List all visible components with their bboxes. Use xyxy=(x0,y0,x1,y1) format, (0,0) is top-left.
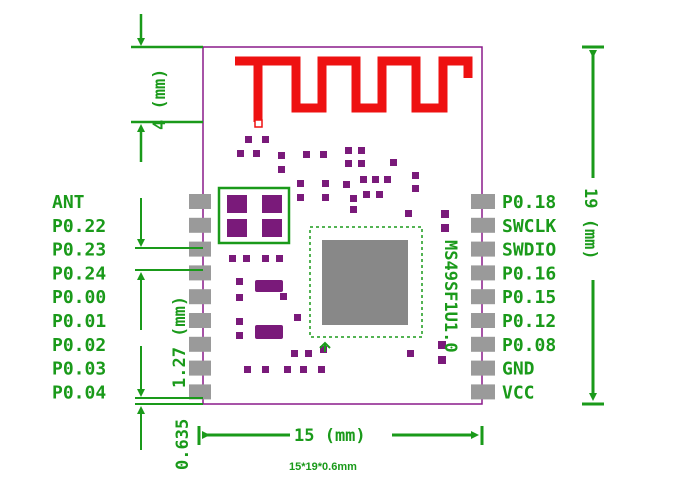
left-pin-label: P0.01 xyxy=(52,311,106,332)
left-pin-labels: ANT P0.22P0.23P0.24P0.00P0.01P0.02P0.03P0… xyxy=(52,192,106,403)
right-pin-label: SWCLK xyxy=(502,216,556,237)
right-pad xyxy=(471,289,495,305)
height-dimension-label: 19 (mm) xyxy=(580,188,600,260)
right-pad xyxy=(471,336,495,352)
left-pad xyxy=(189,336,211,352)
left-pin-label: P0.23 xyxy=(52,240,106,261)
left-pad xyxy=(189,360,211,376)
left-pin-label: P0.02 xyxy=(52,335,106,356)
left-pin-label: P0.00 xyxy=(52,287,106,308)
right-pad xyxy=(471,217,495,233)
components xyxy=(229,136,449,373)
antenna-trace xyxy=(253,56,473,122)
module-spec-label: 15*19*0.6mm xyxy=(289,461,357,473)
crystal-oscillator xyxy=(217,186,291,245)
left-pad xyxy=(189,289,211,305)
width-dimension-label: 15 (mm) xyxy=(294,426,366,446)
top-clearance-label: 4 (mm) xyxy=(150,69,170,130)
height-dimension xyxy=(582,45,604,406)
pin-pitch-label: 1.27 (mm) xyxy=(170,296,190,388)
right-pin-label: P0.15 xyxy=(502,287,556,308)
pad-offset-label: 0.635 xyxy=(173,419,193,470)
right-pin-label: SWDIO xyxy=(502,240,556,261)
right-pin-label: VCC xyxy=(502,382,535,403)
right-pad xyxy=(471,194,495,209)
right-pad xyxy=(471,313,495,328)
pad-offset-dimension xyxy=(135,346,203,450)
right-pad xyxy=(471,265,495,281)
left-pads xyxy=(189,194,211,400)
left-pin-label: P0.03 xyxy=(52,359,106,380)
right-pin-label: P0.16 xyxy=(502,263,556,284)
module-model-label: MS49SF1U1.0 xyxy=(440,240,460,353)
left-pad xyxy=(189,384,211,400)
left-pad xyxy=(189,241,211,257)
right-pad xyxy=(471,241,495,257)
right-pad xyxy=(471,360,495,376)
right-pin-label: GND xyxy=(502,359,535,380)
main-chip xyxy=(309,226,423,352)
top-clearance-dimension xyxy=(131,14,203,162)
right-pin-label: P0.12 xyxy=(502,311,556,332)
right-pads xyxy=(471,194,495,400)
width-dimension xyxy=(197,426,484,445)
left-pin-label: ANT xyxy=(52,192,85,213)
left-pad xyxy=(189,217,211,233)
pin-pitch-dimension xyxy=(135,198,203,330)
left-pin-label: P0.04 xyxy=(52,382,106,403)
left-pad xyxy=(189,265,211,281)
antenna-feed-point xyxy=(254,119,263,128)
right-pad xyxy=(471,384,495,400)
left-pin-label: P0.24 xyxy=(52,263,106,284)
left-pin-label: P0.22 xyxy=(52,216,106,237)
left-pad xyxy=(189,194,211,209)
right-pin-label: P0.08 xyxy=(502,335,556,356)
left-pad xyxy=(189,313,211,328)
right-pin-label: P0.18 xyxy=(502,192,556,213)
